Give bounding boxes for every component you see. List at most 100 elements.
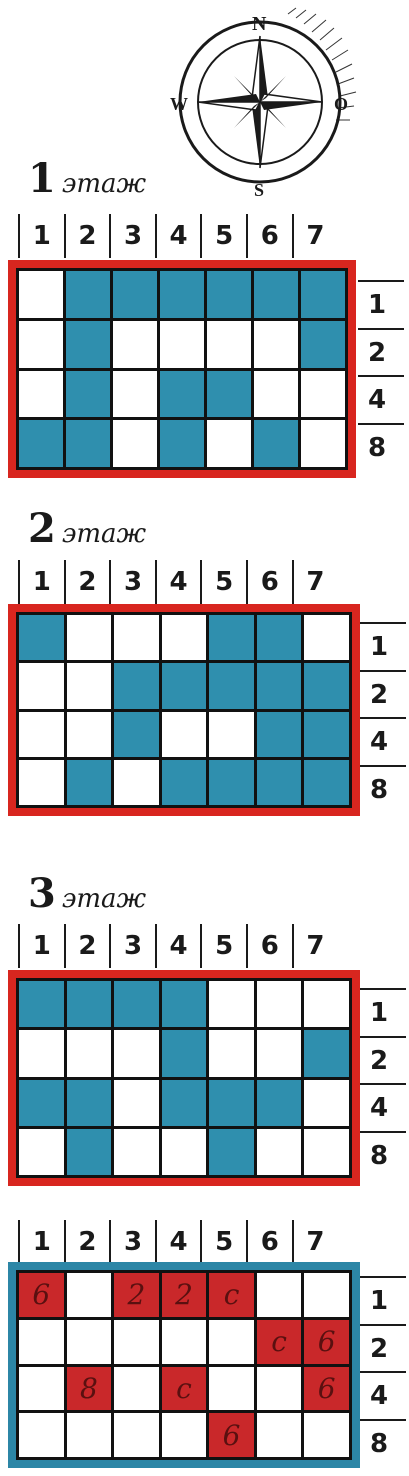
row-label: 4: [360, 1083, 406, 1131]
key-empty-cell: [256, 1273, 302, 1317]
row-label: 8: [360, 1418, 406, 1467]
filled-cell: [114, 711, 159, 757]
column-label: 2: [63, 924, 110, 968]
empty-cell: [114, 615, 159, 661]
filled-cell: [256, 615, 302, 661]
filled-cell: [160, 370, 204, 418]
empty-cell: [113, 320, 157, 368]
filled-cell: [161, 663, 207, 709]
filled-cell: [19, 1079, 64, 1126]
key-empty-cell: [304, 1413, 349, 1457]
filled-cell: [256, 1079, 302, 1126]
empty-cell: [301, 370, 345, 418]
empty-cell: [254, 370, 298, 418]
key-empty-cell: [304, 1273, 349, 1317]
empty-cell: [19, 320, 63, 368]
filled-cell: [254, 420, 298, 467]
floor-grid: [16, 612, 352, 808]
key-marked-cell: c: [256, 1319, 302, 1364]
filled-cell: [304, 1030, 349, 1077]
column-label: 2: [63, 214, 110, 258]
key-empty-cell: [19, 1319, 64, 1364]
key-marked-cell: 6: [19, 1273, 64, 1317]
column-label: 1: [18, 214, 64, 258]
floor-grid: [16, 268, 348, 470]
filled-cell: [209, 663, 254, 709]
key-empty-cell: [19, 1413, 64, 1457]
filled-cell: [19, 615, 64, 661]
empty-cell: [19, 271, 63, 318]
empty-cell: [161, 615, 207, 661]
empty-cell: [254, 320, 298, 368]
column-label: 4: [154, 1220, 201, 1264]
key-marked-cell: 6: [304, 1319, 349, 1364]
empty-cell: [19, 1030, 64, 1077]
floor-word: этаж: [61, 519, 147, 549]
empty-cell: [304, 615, 349, 661]
empty-cell: [161, 1128, 207, 1175]
column-label: 5: [200, 214, 246, 258]
key-marked-cell: c: [161, 1366, 207, 1411]
empty-cell: [113, 420, 157, 467]
empty-cell: [114, 1030, 159, 1077]
column-label: 7: [291, 560, 338, 604]
filled-cell: [304, 711, 349, 757]
filled-cell: [66, 1079, 112, 1126]
empty-cell: [66, 1030, 112, 1077]
row-label: 2: [360, 669, 406, 718]
key-empty-cell: [66, 1319, 112, 1364]
compass-star: [197, 35, 323, 169]
empty-cell: [66, 663, 112, 709]
column-label: 6: [245, 1220, 292, 1264]
row-label: 8: [360, 1130, 406, 1179]
empty-cell: [301, 420, 345, 467]
empty-cell: [160, 320, 204, 368]
filled-cell: [114, 663, 159, 709]
filled-cell: [66, 1128, 112, 1175]
empty-cell: [256, 981, 302, 1028]
filled-cell: [114, 981, 159, 1028]
floor-grid: [16, 978, 352, 1178]
column-label: 5: [200, 924, 246, 968]
empty-cell: [304, 981, 349, 1028]
empty-cell: [207, 320, 251, 368]
row-label: 2: [360, 1323, 406, 1372]
floor-word: этаж: [61, 169, 147, 199]
key-marked-cell: 2: [114, 1273, 159, 1317]
empty-cell: [19, 711, 64, 757]
floor-1-plan: [8, 260, 356, 478]
empty-cell: [19, 370, 63, 418]
key-marked-cell: 2: [161, 1273, 207, 1317]
filled-cell: [161, 1079, 207, 1126]
filled-cell: [160, 271, 204, 318]
row-label: 2: [358, 327, 404, 376]
row-label: 8: [360, 764, 406, 813]
row-label: 1: [360, 622, 406, 670]
key-marked-cell: 8: [66, 1366, 112, 1411]
column-label: 3: [109, 214, 155, 258]
filled-cell: [209, 1128, 254, 1175]
filled-cell: [304, 663, 349, 709]
column-label: 7: [291, 924, 338, 968]
compass-east-label: O: [334, 94, 348, 114]
column-label: 4: [154, 214, 201, 258]
filled-cell: [113, 271, 157, 318]
row-label: 8: [358, 422, 404, 471]
key-empty-cell: [209, 1319, 254, 1364]
filled-cell: [161, 981, 207, 1028]
empty-cell: [113, 370, 157, 418]
filled-cell: [160, 420, 204, 467]
filled-cell: [254, 271, 298, 318]
column-label: 7: [291, 1220, 338, 1264]
column-label: 1: [18, 1220, 64, 1264]
compass-south-label: S: [254, 180, 264, 196]
row-label: 1: [360, 1276, 406, 1324]
key-empty-cell: [209, 1366, 254, 1411]
empty-cell: [304, 1079, 349, 1126]
key-empty-cell: [161, 1319, 207, 1364]
column-label: 3: [109, 1220, 155, 1264]
